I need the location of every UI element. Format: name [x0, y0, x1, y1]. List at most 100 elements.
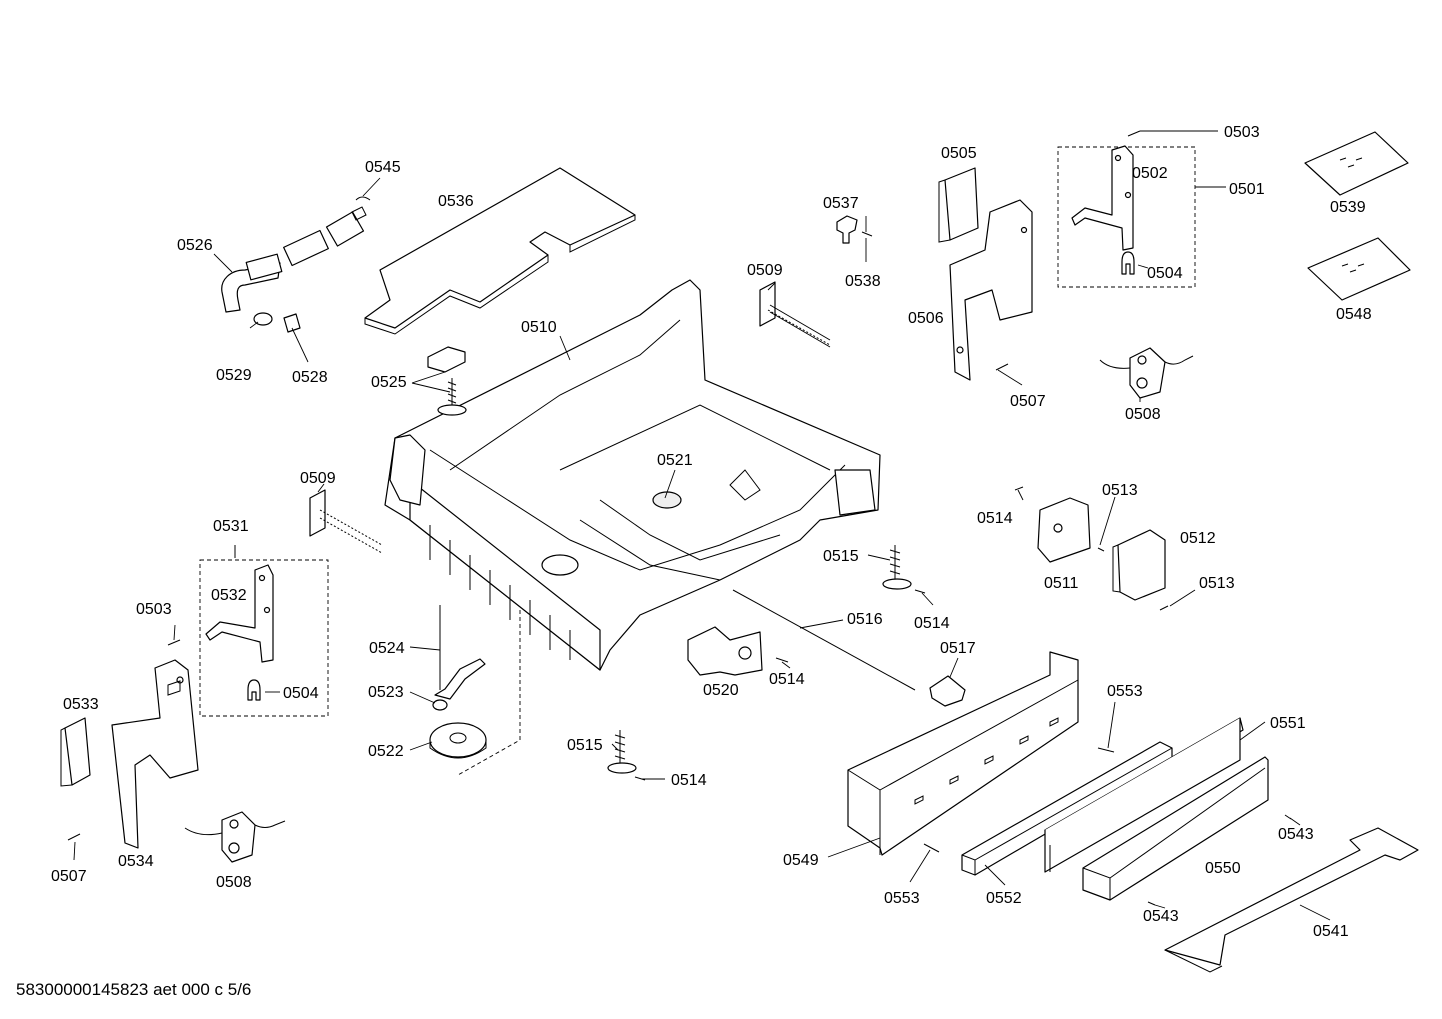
- label-0521: 0521: [657, 452, 693, 469]
- label-0509-left: 0509: [300, 470, 336, 487]
- label-0536: 0536: [438, 193, 474, 210]
- label-0512: 0512: [1180, 530, 1216, 547]
- bracket-0506: [949, 199, 1033, 381]
- label-0520: 0520: [703, 682, 739, 699]
- label-0515-a: 0515: [823, 548, 859, 565]
- label-0513-b: 0513: [1199, 575, 1235, 592]
- label-0503-right: 0503: [1224, 124, 1260, 141]
- label-0553-a: 0553: [1107, 683, 1143, 700]
- screw-0514-c: [775, 657, 789, 663]
- label-0543-b: 0543: [1143, 908, 1179, 925]
- clip-0528: [283, 313, 301, 333]
- screw-0514-b: [914, 589, 926, 594]
- label-0509-top: 0509: [747, 262, 783, 279]
- bracket-0534: [111, 659, 199, 849]
- cover-plate-0536: [364, 167, 636, 329]
- screw-0514-d: [634, 776, 646, 781]
- bag-0548: [1307, 237, 1411, 301]
- label-0501: 0501: [1229, 181, 1265, 198]
- label-0522: 0522: [368, 743, 404, 760]
- label-0507-right: 0507: [1010, 393, 1046, 410]
- cover-0533: [64, 717, 91, 786]
- label-0517: 0517: [940, 640, 976, 657]
- label-0502: 0502: [1132, 165, 1168, 182]
- screw-0507-right: [995, 363, 1009, 371]
- screw-0553-b: [923, 843, 940, 853]
- label-0532: 0532: [211, 587, 247, 604]
- bag-0539: [1304, 131, 1409, 196]
- valve-0520: [687, 626, 763, 676]
- bracket-0511: [1037, 497, 1091, 563]
- foot-screw-0515-b: [607, 730, 637, 774]
- label-0508-left: 0508: [216, 874, 252, 891]
- sensor-0508-right: [1099, 347, 1194, 399]
- valve-0537: [836, 215, 858, 244]
- label-0508-right: 0508: [1125, 406, 1161, 423]
- plinth-0549: [847, 651, 1079, 856]
- label-0553-b: 0553: [884, 890, 920, 907]
- cap-0517: [929, 675, 966, 707]
- clip-0504-right: [1121, 251, 1135, 275]
- label-0525: 0525: [371, 374, 407, 391]
- sensor-0508-left: [184, 811, 286, 863]
- float-0522: [429, 722, 487, 759]
- label-0531: 0531: [213, 518, 249, 535]
- document-footer-code: 58300000145823 aet 000 c 5/6: [16, 980, 252, 999]
- label-0541: 0541: [1313, 923, 1349, 940]
- label-0514-d: 0514: [671, 772, 707, 789]
- guide-0522: [457, 610, 521, 776]
- label-0551: 0551: [1270, 715, 1306, 732]
- group-box-0501: [1057, 146, 1196, 288]
- label-0552: 0552: [986, 890, 1022, 907]
- label-0523: 0523: [368, 684, 404, 701]
- screw-0538: [861, 231, 873, 237]
- cover-0512: [1112, 529, 1166, 601]
- label-0511: 0511: [1044, 575, 1079, 592]
- part-labels: 0503 0502 0501 0504 0505 0506 0507 0508 …: [51, 124, 1372, 940]
- label-0504-left: 0504: [283, 685, 319, 702]
- label-0504-right: 0504: [1147, 265, 1183, 282]
- label-0510: 0510: [521, 319, 557, 336]
- label-0524: 0524: [369, 640, 405, 657]
- screw-0514-a: [1014, 486, 1024, 491]
- label-0514-b: 0514: [914, 615, 950, 632]
- clip-0504-left: [247, 679, 261, 701]
- screw-0543-b: [1147, 901, 1156, 906]
- label-0528: 0528: [292, 369, 328, 386]
- label-0529: 0529: [216, 367, 252, 384]
- screw-0553-a: [1097, 747, 1115, 753]
- label-0534: 0534: [118, 853, 154, 870]
- screw-0513-a: [1097, 547, 1105, 552]
- label-0505: 0505: [941, 145, 977, 162]
- foot-screw-0525: [437, 378, 467, 416]
- spring-0509-top: [759, 281, 831, 348]
- panel-0551: [1044, 717, 1244, 873]
- label-0549: 0549: [783, 852, 819, 869]
- screw-0513-b: [1159, 605, 1169, 611]
- bracket-0502: [1071, 145, 1134, 251]
- bracket-0532: [205, 564, 274, 663]
- base-tub-0510: [384, 279, 881, 671]
- block-0525: [427, 346, 466, 373]
- label-0538: 0538: [845, 273, 881, 290]
- label-0526: 0526: [177, 237, 213, 254]
- screw-0503-right: [1127, 130, 1141, 137]
- foot-screw-0515-a: [882, 545, 912, 590]
- screw-0503-left: [167, 639, 181, 646]
- cover-0505: [944, 167, 979, 241]
- label-0514-a: 0514: [977, 510, 1013, 527]
- hose-clamp-0529: [253, 312, 273, 326]
- spring-0509-left: [309, 489, 383, 554]
- label-0550: 0550: [1205, 860, 1241, 877]
- group-box-0531: [199, 559, 329, 717]
- label-0506: 0506: [908, 310, 944, 327]
- label-0533: 0533: [63, 696, 99, 713]
- label-0543-a: 0543: [1278, 826, 1314, 843]
- label-0503-left: 0503: [136, 601, 172, 618]
- label-0507-left: 0507: [51, 868, 87, 885]
- arm-0523: [432, 658, 486, 711]
- label-0548: 0548: [1336, 306, 1372, 323]
- label-0545: 0545: [365, 159, 401, 176]
- drain-hose-0526: [221, 196, 371, 313]
